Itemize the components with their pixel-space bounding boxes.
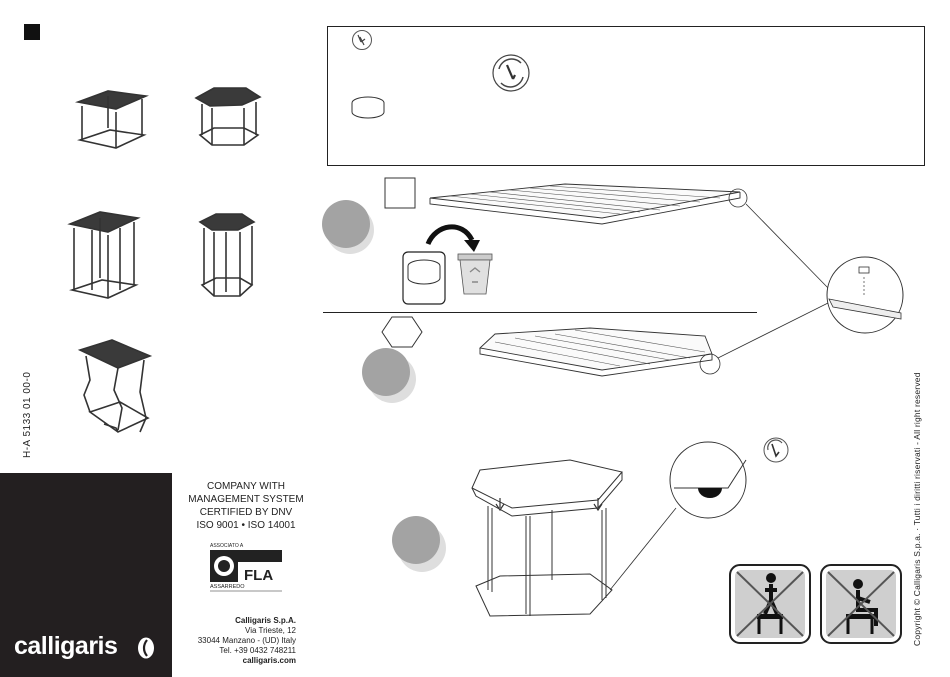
no-sitting-icon <box>820 564 902 644</box>
company-address: Calligaris S.p.A. Via Trieste, 12 33044 … <box>160 616 296 666</box>
fla-logo: ASSOCIATO A FLA ASSARREDO <box>210 540 282 596</box>
cert-line-4: ISO 9001 • ISO 14001 <box>180 519 312 532</box>
cert-line-2: MANAGEMENT SYSTEM <box>180 493 312 506</box>
cert-line-3: CERTIFIED BY DNV <box>180 506 312 519</box>
detail-callout-circle <box>700 354 720 374</box>
company-web[interactable]: calligaris.com <box>160 656 296 666</box>
recycle-bin-icon <box>458 254 492 294</box>
step-circle <box>322 200 370 248</box>
cert-line-1: COMPANY WITH <box>180 480 312 493</box>
pad-detail-magnifier <box>825 255 905 335</box>
copyright-notice: Copyright © Calligaris S.p.a. · Tutti i … <box>912 372 922 646</box>
fla-top-label: ASSOCIATO A <box>210 543 244 549</box>
step-hexagon-tabletop <box>320 312 760 422</box>
product-thumbnails <box>0 0 320 470</box>
hexagon-table-drawing <box>472 460 622 616</box>
thumb-hexagon-table-high <box>200 214 254 296</box>
fla-bottom-label: ASSARREDO <box>210 584 245 590</box>
square-top-drawing <box>430 184 740 224</box>
thumb-square-table-low <box>78 91 146 148</box>
company-name: Calligaris S.p.A. <box>160 616 296 626</box>
company-phone: Tel. +39 0432 748211 <box>160 646 296 656</box>
fla-name: FLA <box>244 567 273 584</box>
felt-pad-icon <box>351 95 391 125</box>
hexagon-top-drawing <box>480 328 712 376</box>
thumb-side-table-c <box>80 340 150 432</box>
thumb-square-table-high <box>70 212 138 298</box>
step-circle <box>392 516 440 564</box>
square-shape-icon <box>385 178 415 208</box>
company-street: Via Trieste, 12 <box>160 626 296 636</box>
brand-logo-text: calligaris <box>14 632 117 661</box>
remove-pad-step <box>400 220 500 310</box>
corner-detail-magnifier <box>668 440 752 524</box>
step-circle <box>362 348 410 396</box>
parts-tools-box <box>327 26 925 166</box>
rotate-tool-icon <box>491 53 535 97</box>
hand-tightening-icon-small <box>762 436 792 466</box>
step-assembly <box>340 450 640 630</box>
hand-tightening-icon <box>351 29 375 53</box>
certification-block: COMPANY WITH MANAGEMENT SYSTEM CERTIFIED… <box>180 480 312 532</box>
company-city: 33044 Manzano - (UD) Italy <box>160 636 296 646</box>
brand-mark-icon <box>136 636 156 660</box>
thumb-hexagon-table-low <box>196 88 260 145</box>
no-standing-icon <box>729 564 811 644</box>
step-square-tabletop <box>320 170 750 310</box>
hexagon-shape-icon <box>382 317 422 347</box>
